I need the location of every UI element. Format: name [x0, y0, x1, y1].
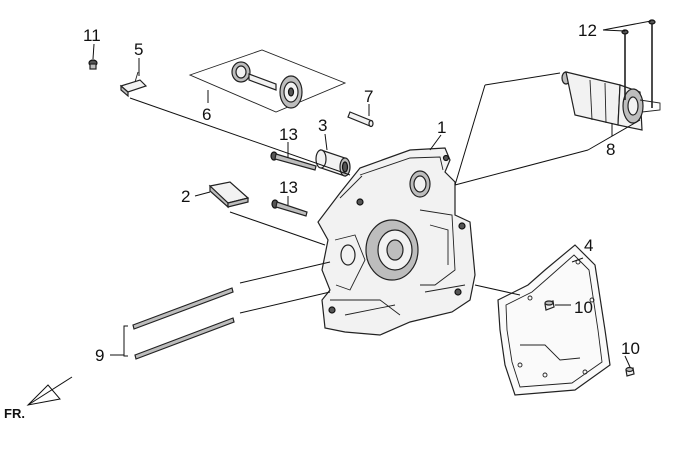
- front-direction-label: FR.: [4, 406, 25, 421]
- callout-13-upper: 13: [279, 125, 298, 144]
- part-7-pin[interactable]: [347, 111, 374, 128]
- callout-3: 3: [318, 116, 327, 135]
- part-12-bolt-right[interactable]: [648, 19, 656, 108]
- part-8-starter-motor[interactable]: [561, 71, 661, 131]
- part-1-crankcase[interactable]: [317, 147, 476, 336]
- callout-5: 5: [134, 40, 143, 59]
- callout-10-upper: 10: [574, 298, 593, 317]
- callout-8: 8: [606, 140, 615, 159]
- callout-6: 6: [202, 105, 211, 124]
- leader-lines: [92, 20, 652, 368]
- part-10-dowel-lower[interactable]: [625, 366, 635, 377]
- part-13-bolt-lower[interactable]: [271, 199, 308, 217]
- part-9-stud-upper[interactable]: [132, 287, 234, 330]
- part-5-clip[interactable]: [119, 71, 148, 98]
- part-4-gasket[interactable]: [497, 244, 611, 396]
- callout-11: 11: [83, 26, 101, 45]
- callout-1: 1: [437, 118, 446, 137]
- part-9-stud-lower[interactable]: [134, 317, 235, 360]
- part-6-gear-set[interactable]: [188, 49, 347, 113]
- part-10-dowel-upper[interactable]: [544, 300, 555, 311]
- callout-2: 2: [181, 187, 190, 206]
- callout-4: 4: [584, 236, 593, 255]
- part-11-bolt[interactable]: [88, 59, 98, 70]
- callout-10-lower: 10: [621, 339, 640, 358]
- part-13-bolt-upper[interactable]: [270, 151, 317, 171]
- callout-7: 7: [364, 87, 373, 106]
- part-3-bushing[interactable]: [315, 149, 351, 177]
- callout-13-lower: 13: [279, 178, 298, 197]
- callout-9: 9: [95, 346, 104, 365]
- front-direction-arrow-icon: [26, 376, 73, 406]
- callout-12: 12: [578, 21, 597, 40]
- part-2-cover-plate[interactable]: [208, 181, 250, 209]
